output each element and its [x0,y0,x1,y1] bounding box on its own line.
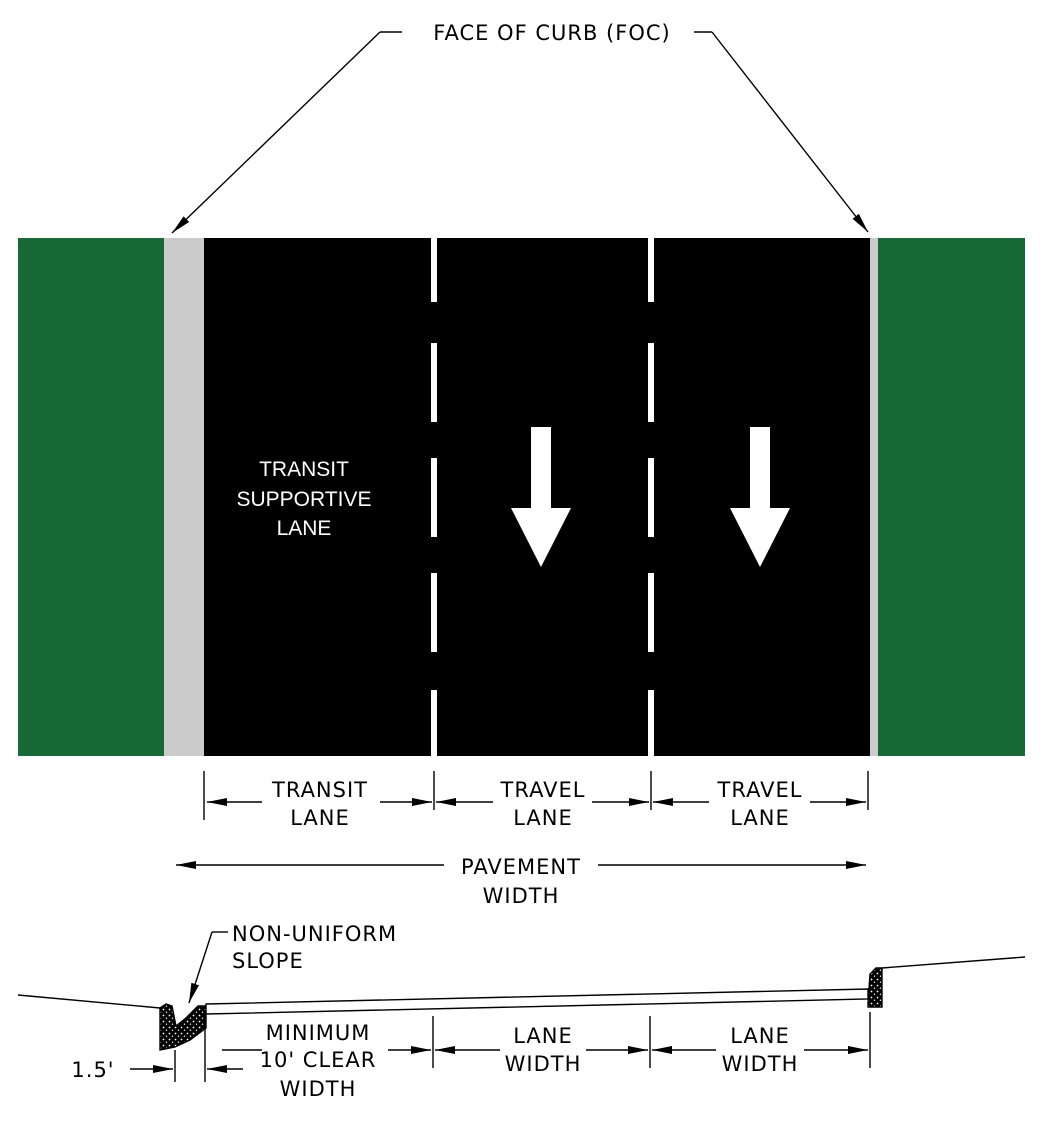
lane-dimensions: TRANSIT LANE TRAVEL LANE TRAVEL LANE [203,771,869,830]
plan-view: TRANSIT SUPPORTIVE LANE [18,238,1025,756]
travel-lane-dim-label-2: LANE [730,806,790,830]
pavement-section [205,988,869,1015]
grass-right [878,238,1025,756]
svg-text:LANE: LANE [277,517,332,540]
curb-right [870,238,878,756]
foc-callout-label: FACE OF CURB (FOC) [433,21,670,45]
curb-left [164,238,204,756]
ground-right [881,956,1026,969]
foc-callout: FACE OF CURB (FOC) [171,21,869,234]
svg-text:TRANSIT: TRANSIT [259,458,349,481]
lane-width-label-1: WIDTH [505,1052,582,1076]
slope-leader-arrow [188,931,213,1004]
pavement-width-dimension: PAVEMENT WIDTH [176,855,866,908]
transit-lane-dim-label: TRANSIT [271,778,368,802]
down-arrow-icon [730,427,790,567]
cross-section: NON-UNIFORM SLOPE 1.5' MINIMUM 10' CLEAR… [17,922,1026,1101]
pavement-width-label: PAVEMENT [461,855,581,879]
transit-lane-dim-label: LANE [290,806,350,830]
leader-arrow-left [171,31,381,234]
down-arrow-icon [511,427,571,567]
curb-right-section [867,967,883,1008]
svg-text:SUPPORTIVE: SUPPORTIVE [237,488,372,511]
clear-width-label: WIDTH [280,1077,357,1101]
ground-left [17,994,161,1009]
leader-arrow-right [711,31,869,233]
lane-width-label-2: WIDTH [722,1052,799,1076]
curb-gutter-left [159,1003,207,1051]
slope-note: SLOPE [232,949,304,973]
curb-offset-label: 1.5' [71,1058,114,1082]
travel-lane-dim-label-1: LANE [513,806,573,830]
travel-lane-dim-label-2: TRAVEL [717,778,803,802]
lane-width-label-2: LANE [730,1024,790,1048]
transit-supportive-lane-label: TRANSIT SUPPORTIVE LANE [237,458,372,540]
slope-note: NON-UNIFORM [232,922,397,946]
lane-line-1 [431,238,437,756]
clear-width-label: 10' CLEAR [260,1048,377,1072]
pavement-width-label: WIDTH [483,884,560,908]
travel-lane-dim-label-1: TRAVEL [500,778,586,802]
grass-left [18,238,164,756]
lane-width-label-1: LANE [513,1024,573,1048]
lane-line-2 [648,238,654,756]
clear-width-label: MINIMUM [266,1021,371,1045]
